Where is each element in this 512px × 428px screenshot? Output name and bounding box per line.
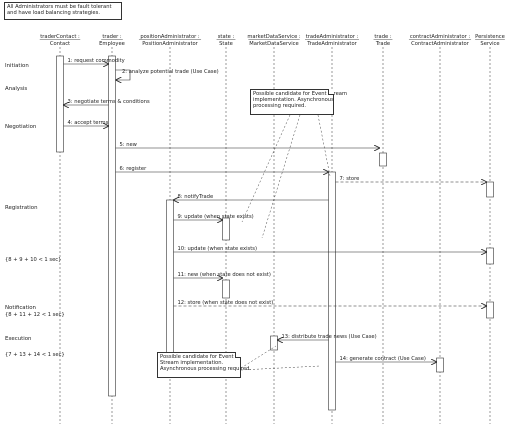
lifeline-md-role: marketDataService : bbox=[247, 34, 301, 40]
activation-ta-3 bbox=[328, 171, 336, 411]
lifeline-ca-type: ContractAdministrator bbox=[411, 41, 470, 47]
top-note: All Administrators must be fault toleran… bbox=[4, 2, 122, 20]
event-stream-note-1: Possible candidate for Event Stream impl… bbox=[250, 89, 347, 115]
timing-constraint-3: {7 + 13 + 14 < 1 sec} bbox=[5, 352, 65, 358]
message-7-label: 7: store bbox=[340, 176, 360, 182]
note-connector-5 bbox=[240, 365, 321, 371]
message-10-label: 10: update (when state exists) bbox=[178, 246, 257, 252]
message-5-label: 5: new bbox=[120, 142, 138, 148]
lifeline-ca-role: contractAdministrator : bbox=[410, 34, 471, 40]
phase-label-2: Analysis bbox=[5, 86, 27, 92]
message-2-arrow bbox=[115, 69, 131, 80]
lifeline-pa-type: PositionAdministrator bbox=[142, 41, 198, 47]
activation-td-4 bbox=[379, 152, 387, 167]
note-connector-3 bbox=[317, 114, 331, 177]
top-note-line-1: All Administrators must be fault toleran… bbox=[7, 4, 112, 10]
lifeline-tr-role: trader : bbox=[102, 34, 122, 40]
lifeline-md-type: MarketDataService bbox=[249, 41, 298, 47]
timing-constraint-2: {8 + 11 + 12 < 1 sec} bbox=[5, 312, 65, 318]
message-1-label: 1: request commodity bbox=[68, 58, 125, 64]
activation-pa-2 bbox=[166, 199, 174, 373]
activation-ps-6 bbox=[486, 247, 494, 265]
message-3-label: 3: negotiate terms & conditions bbox=[68, 99, 151, 105]
lifeline-ta-type: TradeAdministrator bbox=[306, 41, 357, 47]
lifeline-st-type: State bbox=[219, 41, 233, 47]
note2-line-3: Asynchronous processing required. bbox=[160, 366, 252, 372]
event-stream-note-2: Possible candidate for Event Stream impl… bbox=[157, 352, 252, 378]
lifeline-pa-role: positionAdministrator : bbox=[140, 34, 200, 40]
lifeline-tr-type: Employee bbox=[99, 41, 125, 47]
activation-ca-11 bbox=[436, 357, 444, 373]
note2-line-2: Stream implementation. bbox=[160, 360, 224, 366]
activation-st-9 bbox=[222, 279, 230, 299]
activation-tr-1 bbox=[108, 55, 116, 397]
lifeline-tc-role: traderContact : bbox=[40, 34, 80, 40]
activation-st-8 bbox=[222, 217, 230, 241]
note-connector-2 bbox=[261, 114, 301, 239]
note1-line-1: Possible candidate for Event Stream bbox=[253, 91, 347, 97]
note1-line-2: implementation. Asynchronous bbox=[253, 97, 334, 103]
activation-md-10 bbox=[270, 335, 278, 351]
note-connector-4 bbox=[240, 345, 277, 369]
top-note-line-2: and have load balancing strategies. bbox=[7, 10, 100, 16]
lifeline-ps-role: Persistence bbox=[475, 34, 505, 40]
message-14-label: 14: generate contract (Use Case) bbox=[340, 356, 426, 362]
activation-tc-0 bbox=[56, 55, 64, 153]
lifeline-ta-role: tradeAdministrator : bbox=[306, 34, 359, 40]
message-2-label: 2: analyze potential trade (Use Case) bbox=[122, 69, 219, 75]
phase-label-5: Notification bbox=[5, 305, 36, 311]
lifeline-ps-type: Service bbox=[480, 41, 499, 47]
activation-ps-5 bbox=[486, 181, 494, 198]
message-4-label: 4: accept terms bbox=[68, 120, 109, 126]
message-13-label: 13: distribute trade news (Use Case) bbox=[282, 334, 377, 340]
phase-label-1: Initiation bbox=[5, 63, 29, 69]
lifeline-tc-type: Contact bbox=[50, 41, 70, 47]
timing-constraint-1: {8 + 9 + 10 < 1 sec} bbox=[5, 257, 61, 263]
note2-line-1: Possible candidate for Event bbox=[160, 354, 234, 360]
lifeline-td-role: trade : bbox=[374, 34, 391, 40]
message-8-label: 8: notifyTrade bbox=[178, 194, 214, 200]
message-11-label: 11: new (when state does not exist) bbox=[178, 272, 271, 278]
message-6-label: 6: register bbox=[120, 166, 148, 172]
note1-line-3: processing required. bbox=[253, 103, 306, 109]
message-9-label: 9: update (when state exists) bbox=[178, 214, 254, 220]
phase-label-3: Negotiation bbox=[5, 124, 36, 130]
lifeline-td-type: Trade bbox=[375, 41, 390, 47]
phase-label-6: Execution bbox=[5, 336, 31, 342]
phase-label-4: Registration bbox=[5, 205, 38, 211]
note-connector-1 bbox=[241, 114, 291, 223]
activation-ps-7 bbox=[486, 301, 494, 319]
message-12-label: 12: store (when state does not exist) bbox=[178, 300, 274, 306]
lifeline-st-role: state : bbox=[218, 34, 235, 40]
